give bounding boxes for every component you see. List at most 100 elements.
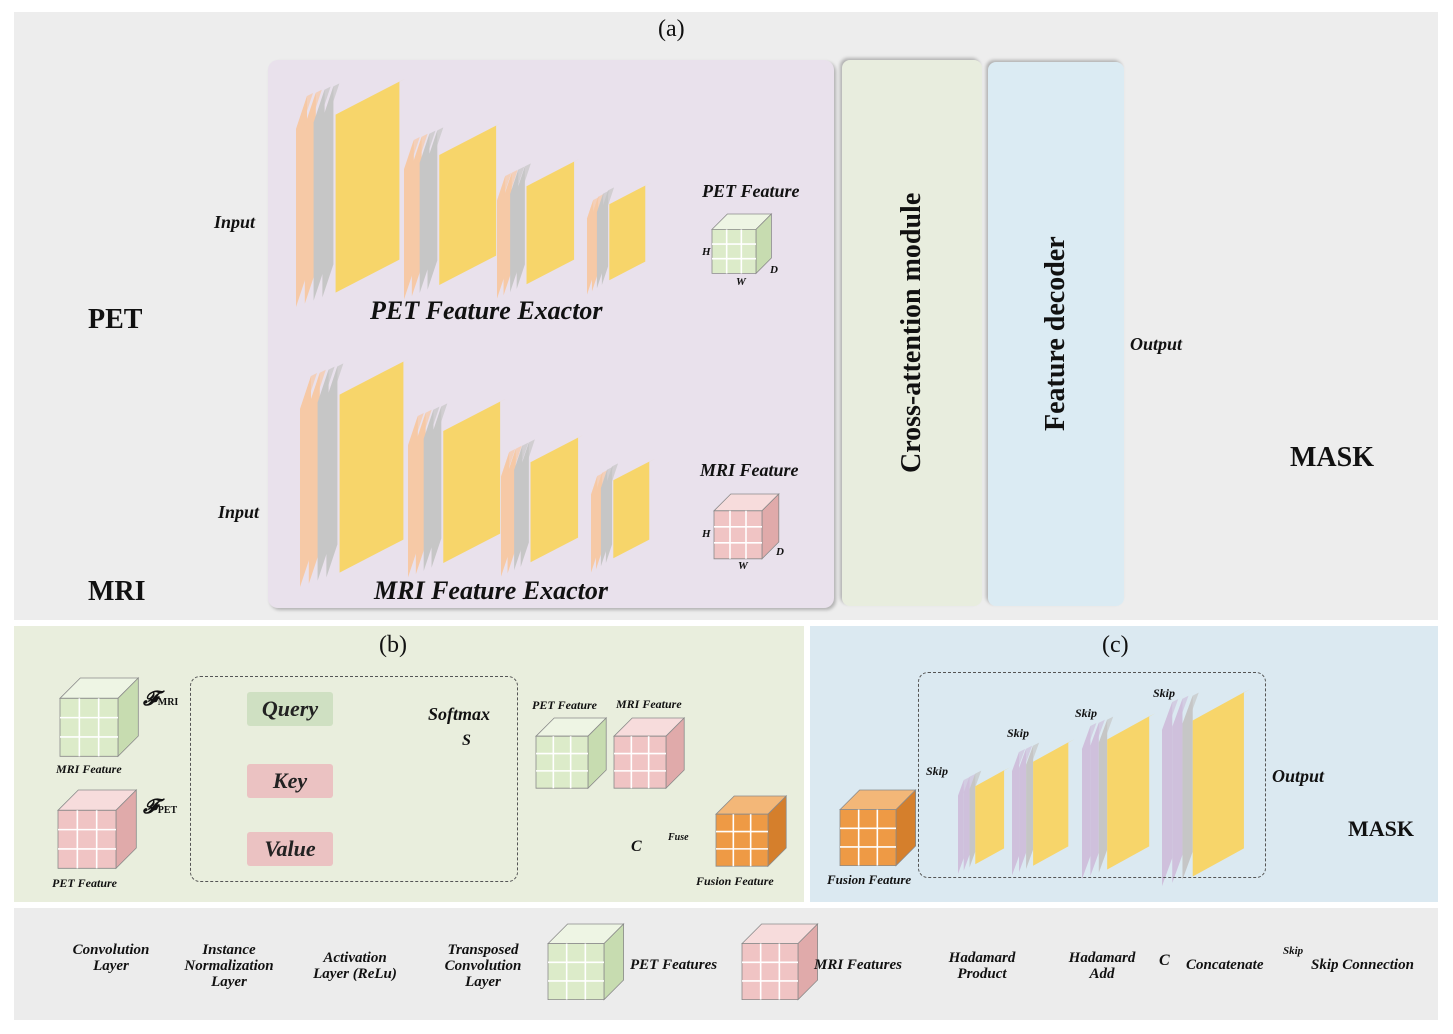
softmax-icon: [456, 732, 480, 756]
activation-layer: [609, 182, 652, 281]
norm-layer: [969, 770, 982, 868]
legend-hadamard-product: Hadamard Product: [948, 950, 1016, 982]
norm-layer: [419, 130, 436, 293]
activation-layer: [526, 158, 581, 285]
norm-layer: [601, 187, 615, 285]
pet-feature-top: PET Feature: [532, 698, 597, 712]
hadamard-product-icon: [919, 954, 937, 972]
norm-layer: [596, 190, 610, 289]
decoder-dashed-box: [918, 672, 1266, 878]
mri-feature-label: MRI Feature: [700, 460, 799, 480]
input-label-mri: Input: [218, 502, 260, 522]
activation-layer: [443, 398, 507, 563]
panel-a-label: (a): [658, 16, 685, 42]
skip-label-2: Skip: [1007, 726, 1030, 740]
conv-layer: [296, 93, 313, 307]
mri-feature-cube: [713, 493, 780, 560]
conv-layer: [411, 133, 428, 297]
pet-extractor-title: PET Feature Exactor: [370, 296, 603, 325]
norm-layer-icon: [160, 920, 182, 1002]
conv-layer: [308, 369, 326, 584]
key-label: Key: [272, 768, 308, 793]
axis-w: W: [738, 560, 748, 572]
fusion-feature-cube: [715, 795, 788, 868]
pet-feature-label-b: PET Feature: [52, 876, 117, 890]
pet-feature-cube: [535, 717, 608, 790]
legend-skip-small: Skip: [1283, 945, 1304, 957]
fuse-label: Fuse: [668, 832, 689, 843]
transposed-conv-layer: [963, 773, 976, 871]
f-mri-label: 𝓕MRI: [143, 688, 179, 710]
legend-conv-label: Convolution Layer: [72, 942, 150, 974]
norm-layer: [1182, 692, 1199, 880]
activation-layer: [335, 78, 406, 293]
attention-dashed-box: [190, 676, 518, 882]
skip-label-4: Skip: [1153, 686, 1176, 700]
mri-label: MRI: [88, 576, 146, 607]
query-box: Query: [247, 692, 333, 726]
transposed-conv-layer: [1172, 695, 1189, 883]
panel-b-label: (b): [379, 632, 407, 658]
fusion-feature-label-b: Fusion Feature: [696, 874, 774, 888]
conv-layer: [300, 373, 317, 587]
legend-pet-features: PET Features: [630, 957, 718, 973]
conv-layer: [1192, 689, 1250, 877]
pet-feature-label: PET Feature: [702, 181, 800, 201]
legend-act-label: Activation Layer (ReLu): [313, 950, 397, 982]
legend-mri-features: MRI Features: [814, 957, 902, 973]
conv-layer: [507, 445, 522, 574]
input-label-pet: Input: [214, 212, 256, 232]
legend-concat-symbol: C: [1159, 952, 1170, 969]
mri-feature-top: MRI Feature: [616, 697, 682, 711]
norm-layer: [313, 86, 331, 301]
activation-layer: [530, 434, 585, 563]
norm-layer: [510, 166, 525, 293]
legend-pet-cube: [547, 923, 625, 1001]
pet-input-cube: [57, 789, 138, 870]
norm-layer: [326, 363, 344, 578]
conv-layer: [304, 89, 322, 304]
legend-mri-cube: [741, 923, 819, 1001]
hadamard-product-icon: [456, 838, 480, 862]
transposed-conv-layer: [1082, 723, 1097, 880]
pet-label: PET: [88, 304, 143, 335]
conv-layer: [595, 469, 609, 570]
norm-layer: [431, 403, 448, 568]
conv-layer: [591, 473, 604, 573]
skip-label-1: Skip: [926, 764, 949, 778]
mri-feature-label-b: MRI Feature: [56, 762, 122, 776]
mri-input-cube: [59, 677, 140, 758]
f-pet-label: 𝓕PET: [143, 796, 178, 818]
mask-label: MASK: [1290, 442, 1374, 473]
query-label: Query: [261, 696, 319, 721]
norm-layer: [1026, 742, 1040, 869]
conv-layer: [591, 193, 605, 292]
activation-layer: [439, 122, 503, 285]
axis-d: D: [770, 264, 778, 276]
norm-layer: [1098, 716, 1114, 873]
conv-layer: [404, 137, 420, 300]
conv-layer: [408, 413, 424, 578]
axis-h: H: [702, 528, 711, 540]
transposed-conv-layer: [958, 777, 970, 874]
pet-feature-cube: [711, 213, 773, 275]
legend-concatenate: Concatenate: [1186, 957, 1264, 973]
legend-skip-connection: Skip Connection: [1311, 957, 1414, 973]
activation-layer: [613, 458, 656, 559]
hadamard-add-icon: [551, 839, 573, 861]
norm-layer: [520, 439, 535, 567]
fusion-feature-cube: [839, 789, 917, 867]
transposed-conv-icon: [412, 920, 434, 1002]
softmax-symbol: S: [462, 732, 471, 749]
activation-layer-icon: [286, 920, 308, 1002]
norm-layer: [322, 83, 340, 298]
norm-layer: [514, 442, 529, 571]
norm-layer: [427, 127, 444, 290]
skip-connection-icon: [1284, 962, 1306, 970]
concat-symbol: C: [631, 838, 642, 855]
fusion-feature-label-c: Fusion Feature: [827, 872, 912, 887]
key-box: Key: [247, 764, 333, 798]
legend-panel: [14, 908, 1438, 1020]
